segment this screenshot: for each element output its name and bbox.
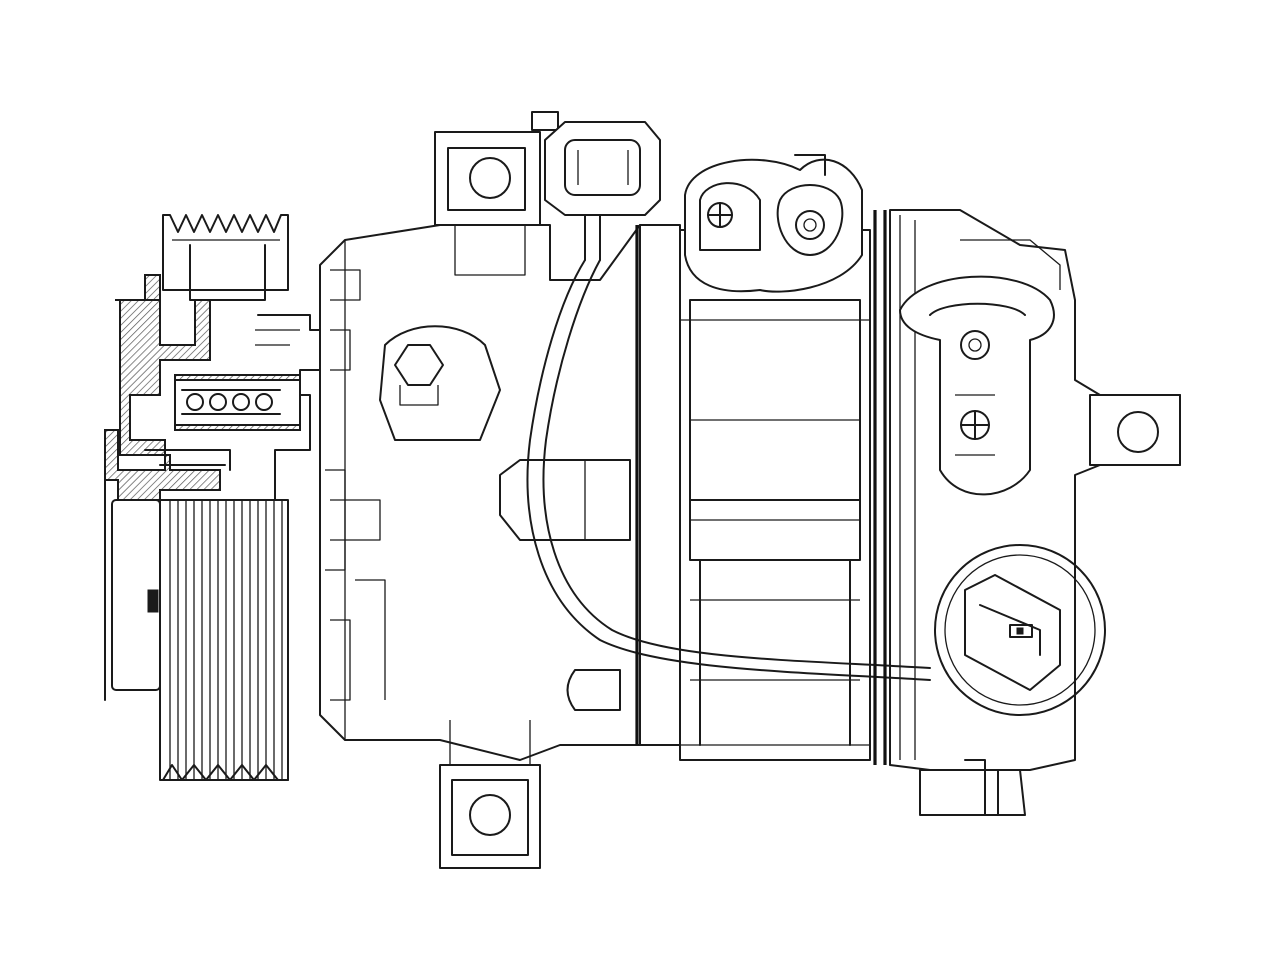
rear-head xyxy=(873,209,1181,816)
bearing-ball xyxy=(255,393,273,411)
discharge-port-opening xyxy=(960,330,990,360)
pulley-lower-body xyxy=(159,499,289,781)
discharge-port-flange xyxy=(899,275,1055,496)
upper-mounting-ear xyxy=(434,131,541,226)
side-lug xyxy=(499,459,631,541)
clutch-pulley-assembly xyxy=(104,214,321,781)
bearing-ball xyxy=(232,393,250,411)
pulley-top-grooves xyxy=(162,214,289,291)
electrical-connector xyxy=(526,121,931,681)
front-housing xyxy=(319,111,641,869)
front-bolt-boss xyxy=(379,325,501,441)
clutch-hub-section xyxy=(104,299,221,501)
suction-port-opening xyxy=(795,210,825,240)
rear-bottom-boss xyxy=(919,769,1026,816)
top-stud xyxy=(531,111,559,131)
control-valve-housing xyxy=(934,544,1106,716)
right-ear-hole xyxy=(1117,411,1159,453)
upper-ear-hole xyxy=(469,157,511,199)
cylinder-body xyxy=(635,154,871,761)
bearing-ball xyxy=(209,393,227,411)
top-connector-housing xyxy=(544,121,661,216)
right-mounting-ear xyxy=(1089,394,1181,466)
lower-mounting-ear xyxy=(439,764,541,869)
front-bolt-hex xyxy=(394,344,444,386)
suction-port-flange xyxy=(684,158,863,293)
lower-ear-hole xyxy=(469,794,511,836)
clutch-plate xyxy=(111,499,161,691)
front-housing-outline xyxy=(319,224,641,761)
valve-connector-pin xyxy=(1016,627,1024,635)
valve-connector xyxy=(964,574,1061,691)
sensor-wire xyxy=(526,259,931,681)
bearing-ball xyxy=(186,393,204,411)
clutch-key xyxy=(147,589,159,613)
cylinder-outline xyxy=(639,224,681,746)
